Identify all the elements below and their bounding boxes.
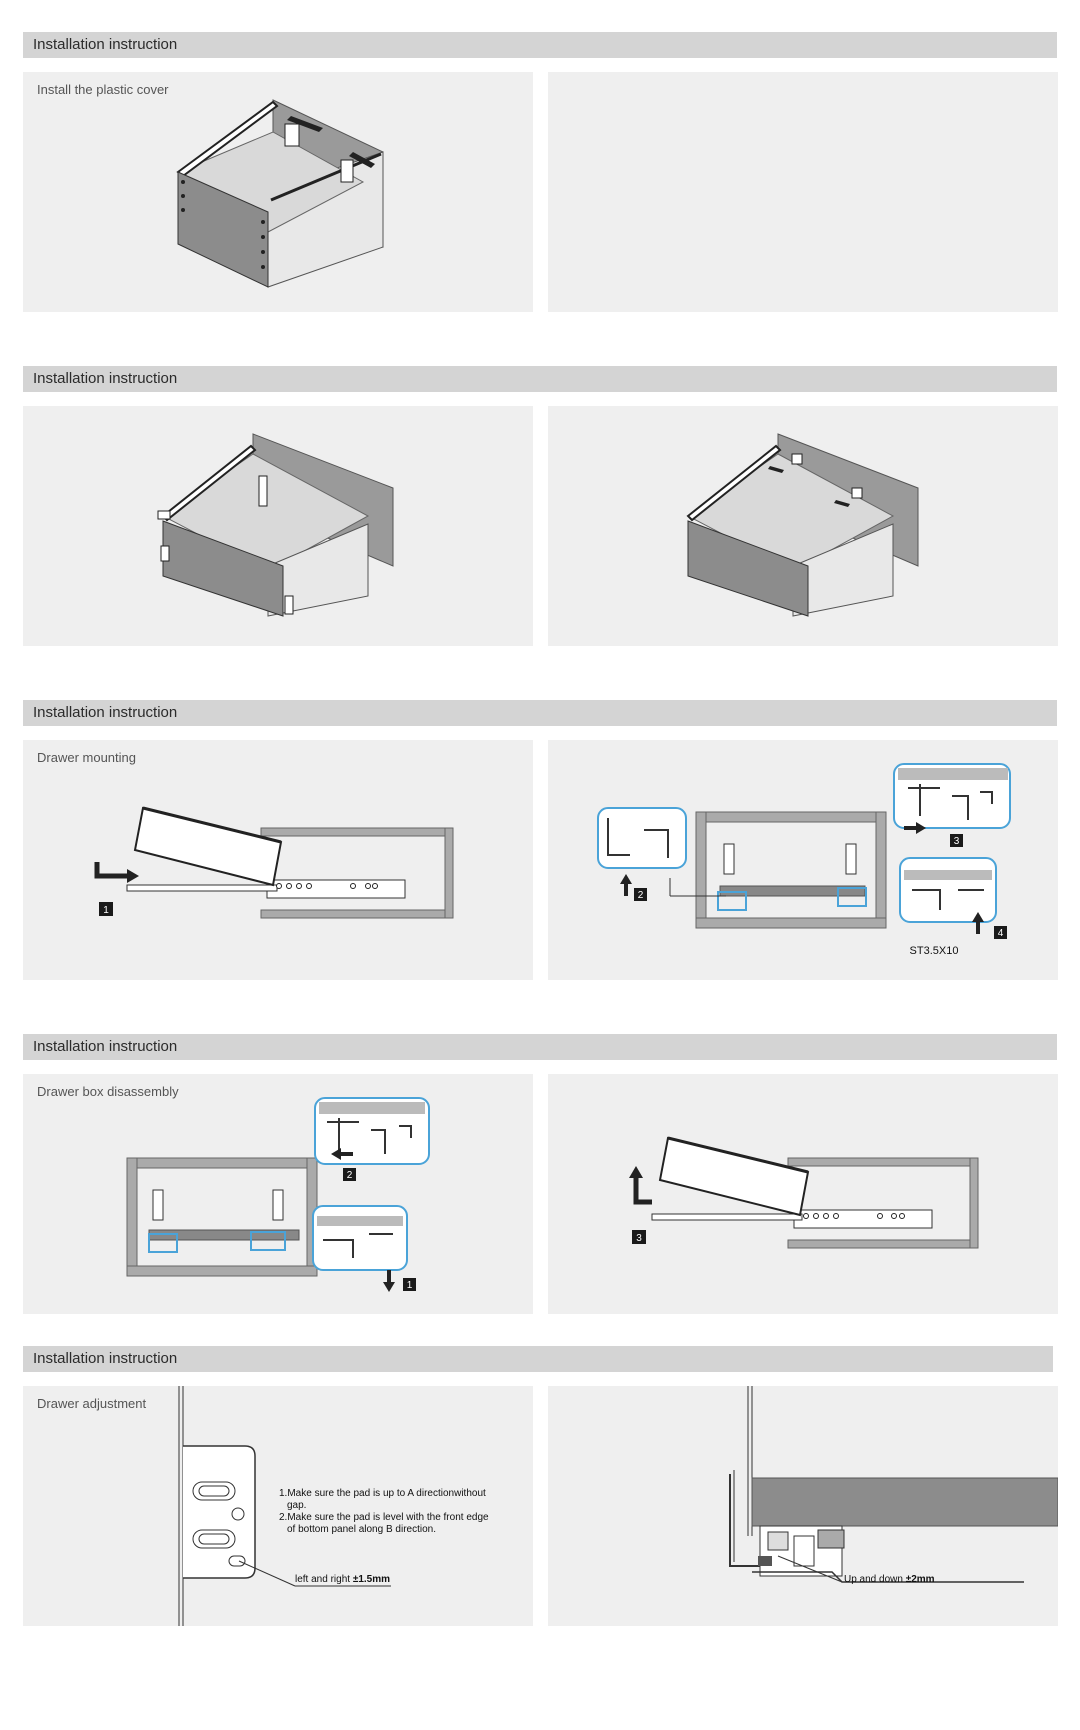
panel-drawer-height: Up and down ±2mm [548,1386,1058,1626]
step-badge-1: 1 [103,905,109,916]
step-badge-icon [343,1168,356,1181]
arrow-icon [972,912,984,922]
up-down-tolerance: Up and down ±2mm [844,1574,935,1585]
arrow-icon [331,1148,341,1160]
adjustment-note-line4: of bottom panel along B direction. [287,1524,436,1535]
section-header-label: Installation instruction [33,1038,178,1055]
section-header-1: Installation instruction [23,32,1057,58]
step-badge-3: 3 [636,1233,642,1244]
panel-drawer-covers [548,406,1058,646]
step-badge-2: 2 [347,1170,353,1181]
section-header-label: Installation instruction [33,704,178,721]
arrow-icon [383,1282,395,1292]
height-adjustment-illustration [729,1386,1058,1583]
lr-value: ±1.5mm [352,1574,391,1585]
arrow-icon [620,874,632,884]
section-header-3: Installation instruction [23,700,1057,726]
panel-title: Drawer mounting [37,750,136,765]
section-header-label: Installation instruction [33,36,178,53]
step-badge-icon [994,926,1007,939]
panel-install-cover: Install the plastic cover [23,72,533,312]
step-badge-icon [99,902,113,916]
drawer-covers-illustration [686,433,919,617]
step-badge-icon [950,834,963,847]
arrow-icon [94,862,127,879]
left-right-tolerance: left and right ±1.5mm [295,1574,390,1585]
adjustment-note-line3: 2.Make sure the pad is level with the fr… [279,1512,489,1523]
section-header-4: Installation instruction [23,1034,1057,1060]
arrow-icon [287,116,323,132]
panel-drawer-disassembly: Drawer box disassembly 2 1 [23,1074,533,1314]
ud-value: ±2mm [905,1574,935,1585]
panel-title: Drawer box disassembly [37,1084,179,1099]
section-header-2: Installation instruction [23,366,1057,392]
step-badge-icon [403,1278,416,1291]
screw-label: ST3.5X10 [910,945,959,957]
lr-label: left and right [295,1574,351,1585]
arrow-icon [349,152,375,168]
section-header-label: Installation instruction [33,370,178,387]
panel-title: Install the plastic cover [37,82,169,97]
adjustment-bracket-illustration [178,1386,391,1626]
mounting-detail-illustration: 2 3 4 ST3.5X10 [597,763,1011,957]
step-badge-1: 1 [407,1280,413,1291]
section-header-5: Installation instruction [23,1346,1053,1372]
drawer-mounting-illustration: 1 [94,806,454,919]
panel-title: Drawer adjustment [37,1396,147,1411]
step-badge-4: 4 [998,928,1004,939]
panel-drawer-mounting-detail: 2 3 4 ST3.5X10 [548,740,1058,980]
step-badge-3: 3 [954,836,960,847]
step-badge-icon [634,888,647,901]
panel-drawer-mounting: Drawer mounting 1 [23,740,533,980]
adjustment-note-line2: gap. [287,1500,307,1511]
panel-drawer-removal: 3 [548,1074,1058,1314]
adjustment-note-line1: 1.Make sure the pad is up to A direction… [279,1488,486,1499]
section-header-label: Installation instruction [33,1350,178,1367]
drawer-rails-illustration [157,433,394,617]
panel-drawer-adjustment: Drawer adjustment 1.Make sure the pad is… [23,1386,533,1626]
panel-empty [548,72,1058,312]
arrow-icon [633,1178,652,1205]
arrow-icon [916,822,926,834]
drawer-cover-illustration [176,99,384,288]
ud-label: Up and down [844,1574,903,1585]
panel-drawer-rails [23,406,533,646]
step-badge-icon [632,1230,646,1244]
step-badge-2: 2 [638,890,644,901]
drawer-removal-illustration: 3 [629,1136,979,1249]
disassembly-illustration: 2 1 [126,1097,430,1292]
